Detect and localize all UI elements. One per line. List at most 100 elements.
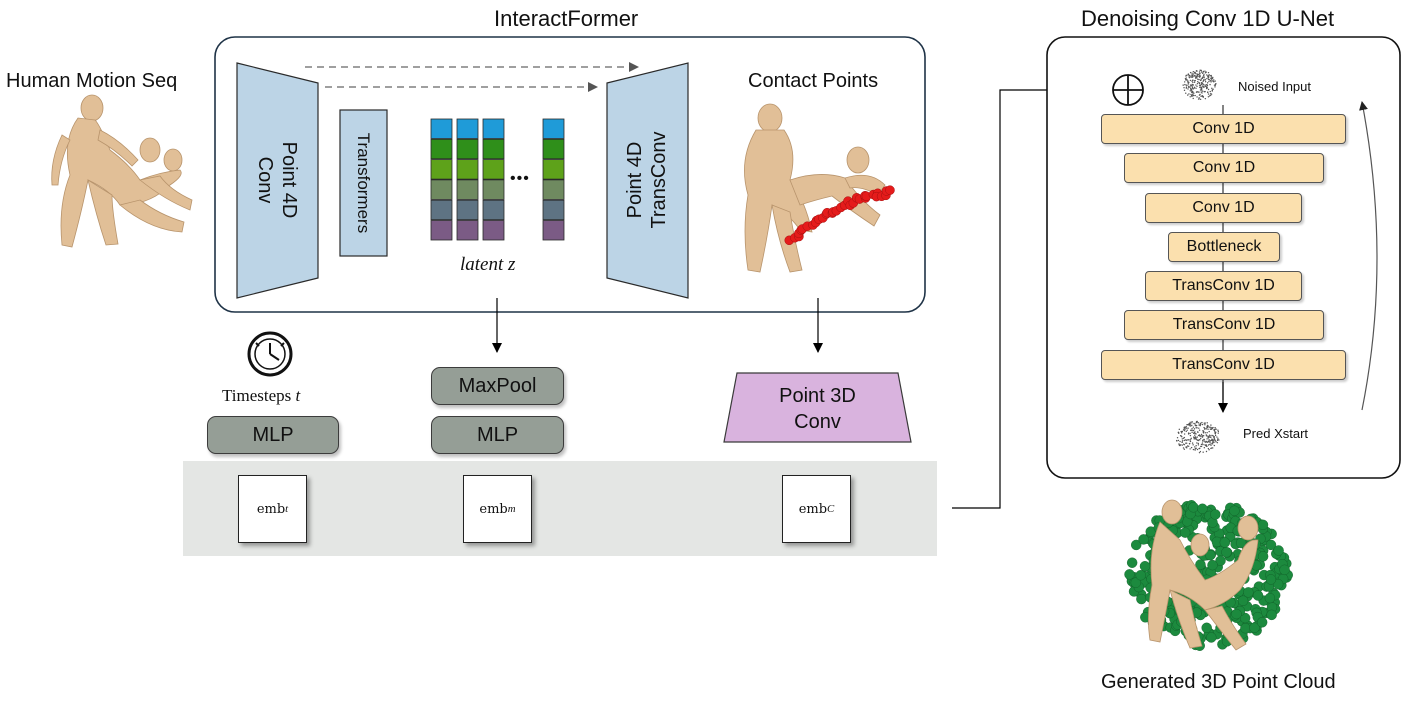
noise-point: [1216, 441, 1219, 444]
noise-point: [1207, 435, 1209, 437]
noise-point: [1208, 426, 1211, 428]
point4d-conv-block: [236, 62, 319, 299]
mlp-timestep-box: MLP: [207, 416, 339, 454]
noise-point: [1212, 441, 1215, 443]
latent-cell: [482, 199, 505, 221]
noise-point: [1197, 81, 1199, 83]
noise-point: [1195, 91, 1198, 93]
latent-cell: [456, 220, 479, 241]
maxpool-box: MaxPool: [431, 367, 564, 405]
noise-point: [1189, 86, 1191, 88]
noise-point: [1211, 438, 1213, 440]
generated-point: [1195, 559, 1206, 570]
noise-point: [1210, 80, 1212, 82]
noise-point: [1184, 77, 1187, 80]
noise-point: [1192, 81, 1194, 84]
noise-point: [1201, 435, 1203, 437]
generated-cloud-label: Generated 3D Point Cloud: [1101, 671, 1336, 693]
noise-point: [1214, 434, 1217, 437]
noise-point: [1196, 82, 1199, 85]
noise-point: [1192, 88, 1194, 90]
unet-layer-transconv2: TransConv 1D: [1124, 310, 1324, 340]
noise-point: [1208, 95, 1211, 97]
noise-point: [1193, 87, 1195, 89]
noise-point: [1176, 437, 1179, 439]
noise-point: [1202, 443, 1204, 446]
noise-point: [1195, 424, 1198, 427]
noise-point: [1197, 444, 1200, 446]
noise-point: [1216, 439, 1219, 442]
unet-layer-conv1: Conv 1D: [1101, 114, 1346, 144]
noise-point: [1190, 89, 1193, 92]
noise-point: [1191, 422, 1193, 424]
noise-point: [1194, 436, 1197, 438]
latent-cell: [456, 159, 479, 180]
noise-point: [1188, 93, 1190, 95]
noise-point: [1202, 79, 1205, 82]
noise-point: [1183, 436, 1186, 439]
noise-point: [1208, 80, 1210, 83]
noise-point: [1202, 86, 1205, 88]
generated-point: [1205, 549, 1216, 561]
latent-cell: [430, 199, 453, 221]
generated-point: [1207, 559, 1218, 571]
noise-point: [1187, 427, 1189, 429]
noise-point: [1201, 85, 1204, 87]
generated-point: [1273, 545, 1284, 556]
unet-title: Denoising Conv 1D U-Net: [1081, 6, 1335, 31]
noise-point: [1207, 428, 1209, 430]
noise-point: [1196, 442, 1198, 444]
noise-point: [1189, 71, 1192, 74]
latent-cell: [542, 199, 565, 221]
noise-point: [1196, 436, 1198, 438]
noise-point: [1205, 450, 1208, 453]
noise-point: [1190, 93, 1192, 96]
noise-point: [1191, 72, 1193, 74]
noise-point: [1202, 451, 1204, 453]
noise-point: [1201, 92, 1203, 94]
noise-point: [1206, 432, 1208, 434]
noise-point: [1199, 69, 1201, 71]
noise-point: [1194, 434, 1196, 436]
noise-point: [1210, 444, 1212, 446]
latent-cell: [482, 159, 505, 180]
noise-point: [1204, 432, 1207, 434]
emb-m-text: emb: [479, 501, 508, 517]
noise-point: [1198, 424, 1200, 426]
noise-point: [1182, 429, 1185, 431]
generated-point: [1215, 555, 1226, 566]
noise-point: [1203, 73, 1205, 76]
transformer-label: Transformers: [354, 132, 373, 234]
noise-point: [1188, 439, 1190, 441]
noise-point: [1207, 71, 1210, 74]
noise-point: [1212, 443, 1214, 445]
noise-point: [1207, 440, 1210, 442]
noise-point: [1192, 444, 1194, 446]
noise-point: [1206, 445, 1208, 448]
noise-point: [1207, 75, 1210, 78]
noise-point: [1178, 428, 1181, 431]
noise-point: [1192, 70, 1195, 73]
noise-point: [1194, 423, 1196, 425]
noise-point: [1192, 84, 1194, 86]
latent-cell: [542, 138, 565, 160]
point3d-conv-block: [723, 372, 912, 443]
noise-point: [1196, 431, 1199, 433]
noise-point: [1191, 80, 1193, 82]
noise-point: [1183, 443, 1186, 446]
noise-point: [1192, 426, 1195, 428]
noise-point: [1198, 434, 1201, 437]
noise-point: [1207, 437, 1210, 439]
noise-point: [1191, 442, 1194, 444]
noise-point: [1198, 451, 1201, 454]
noise-point: [1201, 90, 1204, 92]
noise-point: [1192, 97, 1194, 100]
noise-point: [1214, 428, 1217, 430]
noise-point: [1190, 446, 1193, 449]
noise-point: [1200, 95, 1202, 97]
clock-icon: [247, 331, 293, 377]
noise-point: [1217, 430, 1220, 433]
noise-point: [1192, 432, 1195, 435]
noise-point: [1189, 84, 1192, 86]
generated-point: [1264, 592, 1276, 604]
